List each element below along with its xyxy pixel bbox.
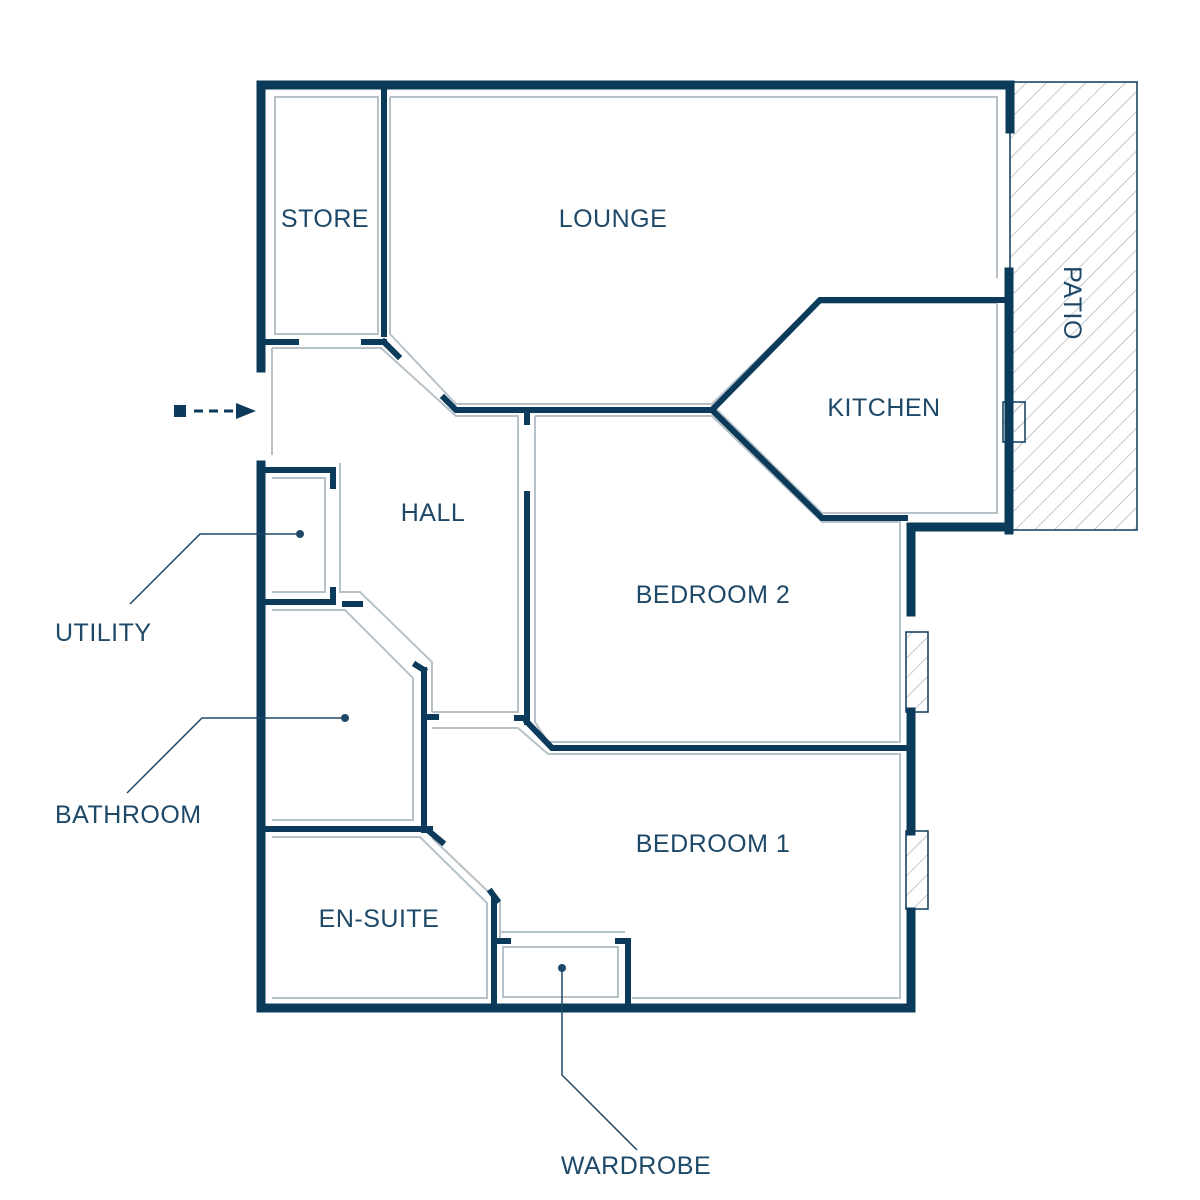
callout-labels: UTILITY BATHROOM WARDROBE <box>55 619 711 1180</box>
room-label-hall: HALL <box>401 499 466 527</box>
callout-label-bathroom: BATHROOM <box>55 801 202 829</box>
room-label-bedroom-1: BEDROOM 1 <box>636 830 791 858</box>
entrance-arrow-icon <box>174 403 256 419</box>
patio-area <box>1009 81 1138 531</box>
callout-dots <box>296 530 566 972</box>
room-label-kitchen: KITCHEN <box>827 394 940 422</box>
room-label-lounge: LOUNGE <box>559 205 668 233</box>
room-label-store: STORE <box>281 205 369 233</box>
walls <box>256 80 1015 1013</box>
callout-label-wardrobe: WARDROBE <box>561 1152 711 1180</box>
room-label-en-suite: EN-SUITE <box>319 905 440 933</box>
callout-leaders <box>126 533 638 1151</box>
callout-label-utility: UTILITY <box>55 619 152 647</box>
room-label-bedroom-2: BEDROOM 2 <box>636 581 791 609</box>
room-label-patio: PATIO <box>1058 266 1086 340</box>
room-labels: STORE LOUNGE PATIO KITCHEN HALL BEDROOM … <box>281 205 1086 933</box>
inner-room-lines <box>271 96 998 999</box>
